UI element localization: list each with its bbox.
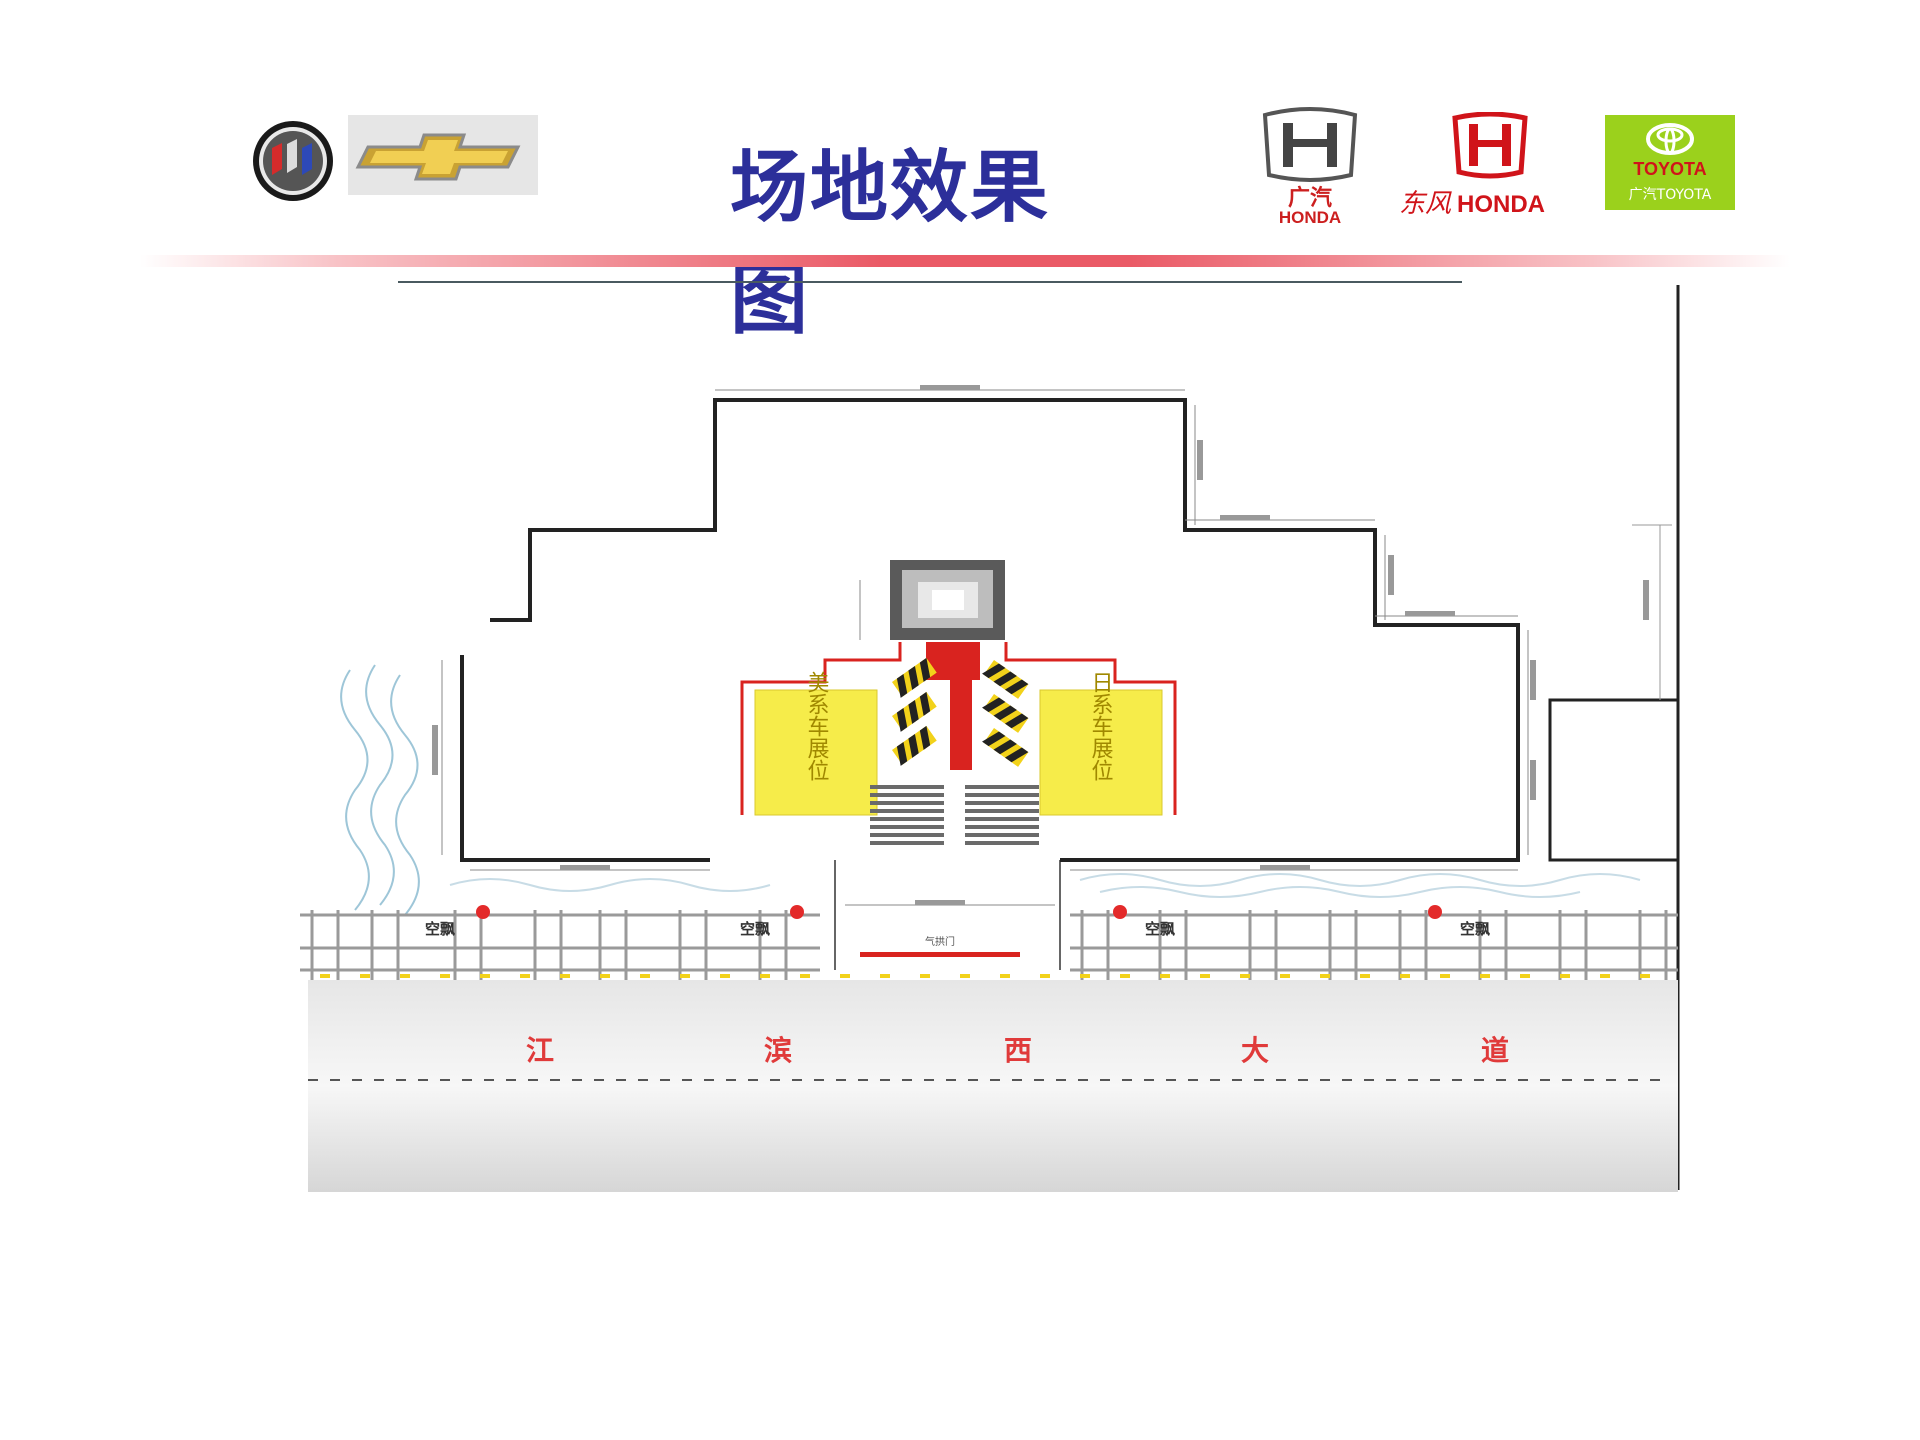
- building-left-wall: [460, 655, 710, 862]
- red-carpet: [926, 642, 980, 770]
- balloon-marker: [790, 905, 804, 919]
- balloon-marker: [1428, 905, 1442, 919]
- dongfeng-honda-logo: 东风 HONDA: [1395, 111, 1585, 226]
- road-name-char: 大: [1241, 1034, 1269, 1067]
- hazard-markers-left: [892, 657, 937, 766]
- fence-lights: [320, 974, 1650, 978]
- american-car-zone: [754, 689, 878, 816]
- balloons: [476, 905, 1442, 919]
- gac-honda-logo: 广汽 HONDA: [1255, 105, 1365, 229]
- balloon-label: 空飘: [1145, 920, 1175, 938]
- gac-honda-line1: 广汽: [1288, 185, 1332, 211]
- balloon-marker: [1113, 905, 1127, 919]
- ground-decor: [449, 873, 1641, 898]
- road-name-char: 滨: [764, 1034, 792, 1067]
- road-name-char: 道: [1481, 1034, 1509, 1067]
- hazard-markers-right: [982, 660, 1029, 767]
- site-plan: 美系车展位 日系车展位: [300, 280, 1700, 1204]
- water-decor: [340, 664, 420, 916]
- toyota-sub: 广汽TOYOTA: [1629, 187, 1712, 203]
- road-name-char: 江: [526, 1034, 554, 1067]
- american-car-zone-label: 美系车展位: [804, 671, 830, 781]
- road: [308, 980, 1678, 1192]
- balloon-marker: [476, 905, 490, 919]
- buick-logo: [250, 118, 336, 208]
- balloon-label: 空飘: [1460, 920, 1490, 938]
- road-name-char: 西: [1004, 1034, 1032, 1067]
- fence-right: [1070, 910, 1678, 980]
- chevrolet-logo: [348, 115, 538, 199]
- fence-left: [300, 910, 820, 980]
- dimension-ticks: [432, 385, 1649, 905]
- header-divider: [140, 255, 1790, 267]
- dongfeng-brand: HONDA: [1457, 191, 1545, 218]
- balloon-label: 空飘: [740, 920, 770, 938]
- annex-building: [1548, 698, 1680, 862]
- gac-toyota-logo: TOYOTA 广汽TOYOTA: [1605, 115, 1735, 214]
- gac-honda-line2: HONDA: [1279, 208, 1341, 225]
- dongfeng-prefix: 东风: [1399, 189, 1452, 219]
- seating-area: [870, 785, 1039, 845]
- building-outline: [490, 398, 1520, 862]
- red-rope: [740, 642, 1177, 815]
- balloon-label: 空飘: [425, 920, 455, 938]
- road-name: 江 滨 西 大 道: [526, 1034, 1509, 1067]
- arch-gate-label: 气拱门: [925, 935, 955, 948]
- toyota-brand: TOYOTA: [1633, 159, 1706, 179]
- arch-gate: [860, 952, 1020, 957]
- japanese-car-zone-label: 日系车展位: [1088, 671, 1114, 781]
- japanese-car-zone: [1039, 689, 1163, 816]
- page-title: 场地效果图: [730, 142, 1051, 345]
